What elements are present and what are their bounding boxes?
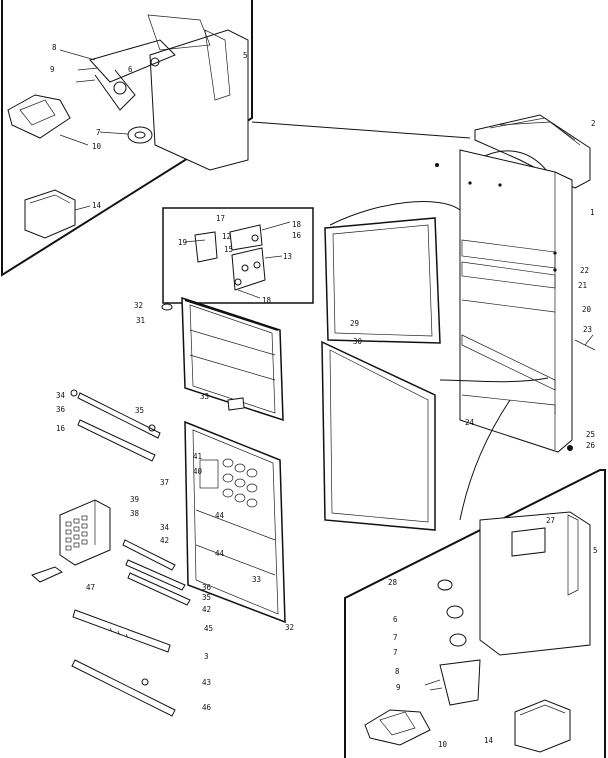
callout-label: 9 bbox=[50, 65, 55, 74]
callout-label: 9 bbox=[396, 683, 401, 692]
callout-label: 40 bbox=[193, 467, 203, 476]
callout-label: 33 bbox=[200, 392, 209, 401]
callout-label: 5 bbox=[593, 546, 598, 555]
callout-label: 43 bbox=[202, 678, 211, 687]
top-inset-gear-part bbox=[99, 126, 153, 144]
inset-connector-line bbox=[251, 121, 471, 139]
callout-label: 12 bbox=[222, 232, 231, 241]
gasket-connector-curve-2 bbox=[439, 377, 549, 383]
bottom-inset-mount-bracket bbox=[424, 579, 481, 706]
callout-label: 32 bbox=[285, 623, 294, 632]
callout-label: 17 bbox=[216, 214, 225, 223]
callout-label: 32 bbox=[134, 301, 143, 310]
callout-label: 7 bbox=[393, 633, 398, 642]
callout-label: 16 bbox=[292, 231, 302, 240]
fresh-food-door bbox=[184, 420, 286, 624]
callout-label: 38 bbox=[130, 509, 140, 518]
bottom-inset-ice-bucket bbox=[514, 699, 571, 753]
callout-label: 15 bbox=[224, 245, 233, 254]
callout-label: 7 bbox=[393, 648, 398, 657]
top-inset-door-panel bbox=[147, 14, 249, 171]
callout-label: 10 bbox=[438, 740, 448, 749]
callout-label: 39 bbox=[130, 495, 139, 504]
callout-label: 47 bbox=[86, 583, 95, 592]
callout-label: 25 bbox=[586, 430, 595, 439]
callout-label: 44 bbox=[215, 511, 225, 520]
callout-label: 31 bbox=[136, 316, 145, 325]
callout-label: 42 bbox=[160, 536, 169, 545]
cabinet-top-grille bbox=[459, 114, 591, 196]
freezer-door bbox=[161, 296, 284, 422]
callout-label: 23 bbox=[583, 325, 592, 334]
callout-label: 5 bbox=[243, 51, 248, 60]
top-inset-mount-bracket bbox=[59, 39, 176, 111]
callout-label: 46 bbox=[202, 703, 212, 712]
callout-label: 14 bbox=[92, 201, 102, 210]
callout-label: 16 bbox=[56, 424, 66, 433]
callout-label: 28 bbox=[388, 578, 398, 587]
callout-label: 8 bbox=[395, 667, 400, 676]
callout-label: 24 bbox=[465, 418, 475, 427]
callout-label: 1 bbox=[590, 208, 595, 217]
callout-label: 20 bbox=[582, 305, 592, 314]
top-left-inset-border bbox=[1, 0, 253, 277]
top-inset-ice-bag bbox=[7, 94, 89, 146]
callout-label: 26 bbox=[586, 441, 596, 450]
callout-label: 42 bbox=[202, 605, 211, 614]
callout-label: 10 bbox=[92, 142, 102, 151]
callout-label: 41 bbox=[193, 452, 202, 461]
callout-label: 37 bbox=[160, 478, 169, 487]
freezer-door-gasket bbox=[324, 217, 441, 344]
callout-label: 21 bbox=[578, 281, 587, 290]
callout-label: 30 bbox=[353, 337, 363, 346]
bottom-inset-door-panel bbox=[479, 511, 591, 656]
callout-label: 7 bbox=[96, 128, 101, 137]
callout-label: 19 bbox=[178, 238, 187, 247]
callout-label: 35 bbox=[135, 406, 144, 415]
callout-label: 18 bbox=[262, 296, 272, 305]
callout-label: 3 bbox=[204, 652, 209, 661]
fresh-food-door-gasket bbox=[321, 340, 436, 531]
callout-label: 36 bbox=[202, 583, 212, 592]
callout-label: 35 bbox=[202, 593, 211, 602]
callout-label: 8 bbox=[52, 43, 57, 52]
butter-compartment bbox=[59, 499, 111, 566]
callout-label: 34 bbox=[160, 523, 170, 532]
callout-label: 27 bbox=[546, 516, 555, 525]
callout-label: 13 bbox=[283, 252, 292, 261]
callout-label: 14 bbox=[484, 736, 494, 745]
callout-label: 2 bbox=[591, 119, 596, 128]
callout-label: 34 bbox=[56, 391, 66, 400]
gasket-connector-curve-1 bbox=[329, 201, 461, 226]
ice-maker-detail-box bbox=[162, 207, 314, 304]
callout-labels: 8 9 6 5 7 10 14 2 1 22 21 20 23 24 25 26… bbox=[50, 43, 598, 749]
egg-holder-tray bbox=[31, 566, 63, 583]
bottom-inset-ice-bag bbox=[364, 709, 431, 746]
door-trim-strips bbox=[71, 609, 176, 717]
ice-maker-assembly bbox=[184, 221, 291, 299]
bottom-right-inset-border bbox=[344, 469, 606, 758]
gasket-connector-curve-3 bbox=[459, 399, 511, 521]
callout-label: 45 bbox=[204, 624, 213, 633]
callout-label: 6 bbox=[393, 615, 398, 624]
door-shelf-bars bbox=[122, 539, 191, 606]
callout-label: 44 bbox=[215, 549, 225, 558]
freezer-shelf-rail bbox=[70, 389, 161, 462]
callout-label: 29 bbox=[350, 319, 359, 328]
callout-label: 18 bbox=[292, 220, 302, 229]
callout-label: 36 bbox=[56, 405, 66, 414]
callout-label: 22 bbox=[580, 266, 589, 275]
top-inset-ice-bucket bbox=[24, 189, 91, 239]
callout-label: 33 bbox=[252, 575, 261, 584]
egg-tray bbox=[222, 458, 258, 508]
callout-label: 6 bbox=[128, 65, 133, 74]
cabinet-body bbox=[435, 149, 596, 453]
